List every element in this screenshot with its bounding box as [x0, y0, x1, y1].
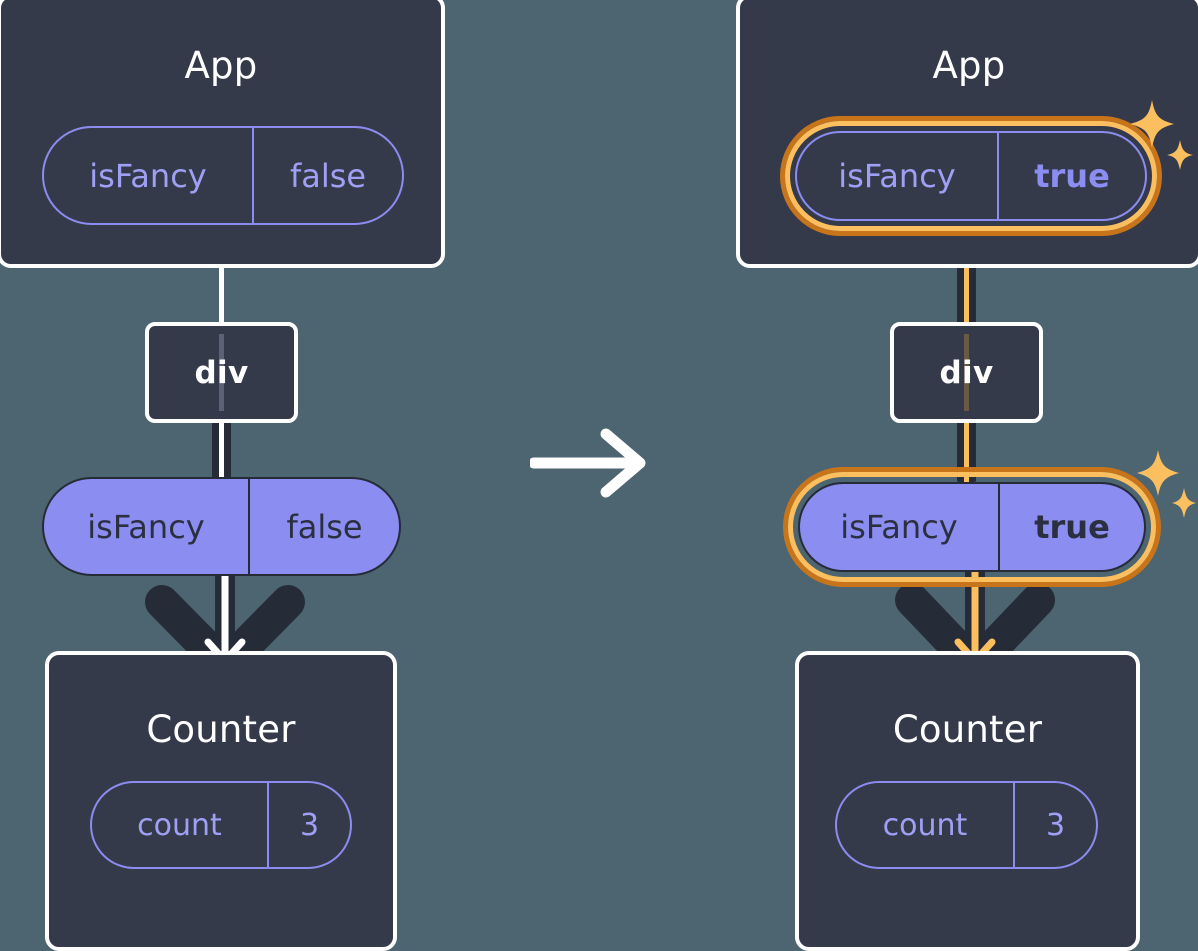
panel-after: App isFancy true div [730, 0, 1198, 951]
app-title: App [184, 44, 258, 87]
wire-app-to-div [957, 258, 976, 326]
div-label: div [194, 354, 249, 391]
app-state-pill[interactable]: isFancy false [42, 126, 404, 225]
app-state-value: false [289, 156, 367, 195]
transition-arrow-right [530, 428, 648, 498]
counter-state-name: count [92, 783, 269, 867]
wire-trace-through-div [219, 334, 224, 411]
app-state-name: isFancy [44, 128, 254, 223]
counter-title: Counter [892, 708, 1043, 751]
counter-state-name: count [837, 783, 1015, 867]
counter-state-value: 3 [1045, 807, 1066, 843]
wire-div-to-prop [957, 420, 976, 482]
panel-before: App isFancy false div isFancy false [0, 0, 460, 951]
div-element-box: div [145, 322, 298, 423]
prop-pill[interactable]: isFancy true [798, 482, 1146, 572]
counter-state-value: 3 [299, 807, 320, 843]
prop-pill[interactable]: isFancy false [42, 477, 401, 576]
app-title: App [932, 44, 1006, 87]
wire-inner-stroke [964, 420, 969, 482]
sparkle-icon-app [1128, 98, 1198, 180]
wire-trace-through-div [964, 334, 969, 411]
wire-div-to-prop [212, 420, 231, 482]
app-state-value: true [1034, 157, 1110, 195]
sparkle-icon-prop [1136, 448, 1198, 526]
wire-app-to-div [219, 266, 224, 326]
counter-state-pill[interactable]: count 3 [835, 781, 1098, 869]
counter-title: Counter [146, 708, 296, 751]
prop-value: true [1034, 508, 1110, 546]
counter-state-pill[interactable]: count 3 [90, 781, 352, 869]
wire-inner-stroke [964, 258, 969, 326]
div-label: div [939, 354, 994, 391]
prop-name: isFancy [44, 479, 250, 574]
prop-name: isFancy [800, 484, 1000, 570]
div-element-box: div [890, 322, 1043, 423]
prop-value: false [286, 507, 363, 546]
app-state-name: isFancy [797, 133, 999, 219]
wire-inner-stroke [219, 420, 224, 482]
app-state-pill[interactable]: isFancy true [795, 131, 1147, 221]
